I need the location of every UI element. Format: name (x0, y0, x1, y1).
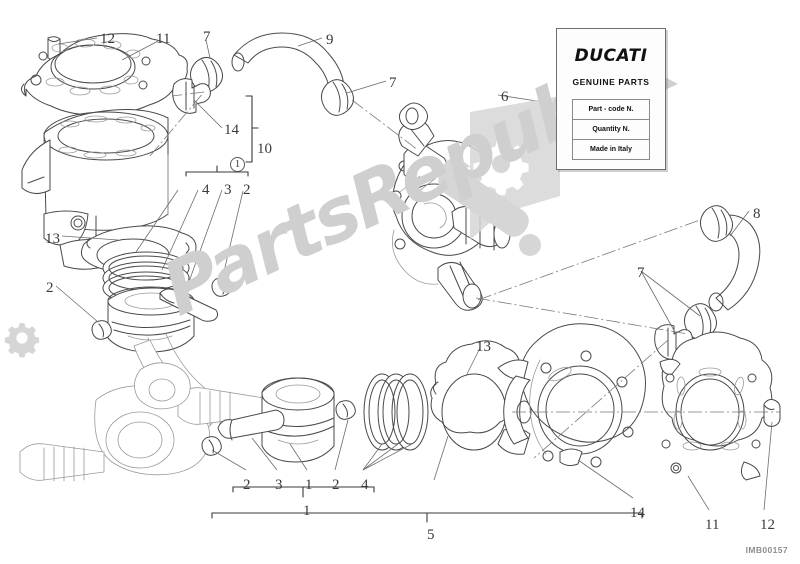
part-clamp-7-c (700, 205, 733, 242)
genuine-parts-label: DUCATI GENUINE PARTS Part - code N. Quan… (556, 28, 666, 170)
part-head-gasket-11 (20, 33, 188, 116)
part-piston-pin-3-left (159, 288, 219, 322)
callout-4: 4 (202, 182, 210, 198)
callout-14: 14 (630, 505, 645, 521)
part-circlip-2-left-b (91, 320, 112, 340)
part-dowel-12-right (763, 399, 781, 427)
callout-5: 5 (427, 527, 435, 543)
label-row-part-code: Part - code N. (573, 100, 649, 120)
part-circlip-2-right-b (335, 400, 356, 420)
callout-10: 10 (257, 141, 272, 157)
callout-2: 2 (46, 280, 54, 296)
label-fields-table: Part - code N. Quantity N. Made in Italy (572, 99, 650, 160)
callout-7: 7 (203, 29, 211, 45)
part-cylinder-horizontal-14 (497, 323, 646, 468)
callout-13: 13 (476, 339, 491, 355)
part-circlip-2-right-a (201, 436, 222, 456)
brackets (185, 95, 643, 523)
callout-6: 6 (501, 89, 509, 105)
callout-11: 11 (156, 31, 171, 47)
callout-3: 3 (224, 182, 232, 198)
callout-2: 2 (243, 477, 251, 493)
part-piston-rings-4-right (363, 373, 429, 451)
leader-lines (55, 37, 773, 511)
label-row-made-in-italy: Made in Italy (573, 140, 649, 160)
callout-12: 12 (100, 31, 115, 47)
part-clamp-7-d (684, 303, 717, 340)
callout-4: 4 (361, 477, 369, 493)
part-union-14-top (172, 78, 211, 114)
part-piston-pin-3-right (217, 409, 285, 441)
label-row-quantity: Quantity N. (573, 120, 649, 140)
callout-9: 9 (326, 32, 334, 48)
axis-lines (149, 91, 780, 459)
diagram-reference-code: IMB00157 (745, 545, 788, 555)
callout-7: 7 (637, 265, 645, 281)
callout-8: 8 (753, 206, 761, 222)
genuine-parts-subtitle: GENUINE PARTS (572, 77, 650, 87)
callout-2: 2 (243, 182, 251, 198)
ducati-brand-text: DUCATI (574, 46, 648, 66)
callout-1: 1 (305, 477, 313, 493)
part-circlip-2-left-a (211, 277, 232, 297)
part-crankshaft (19, 333, 265, 482)
callout-14: 14 (224, 122, 239, 138)
part-clamp-7-a (190, 57, 223, 93)
callout-1: 1 (303, 503, 311, 519)
callout-7: 7 (389, 75, 397, 91)
callout-11: 11 (705, 517, 720, 533)
callout-3: 3 (275, 477, 283, 493)
callout-12: 12 (760, 517, 775, 533)
callout-1: 1 (230, 157, 245, 172)
callout-2: 2 (332, 477, 340, 493)
part-clamp-7-b (321, 79, 354, 116)
callout-13: 13 (45, 231, 60, 247)
